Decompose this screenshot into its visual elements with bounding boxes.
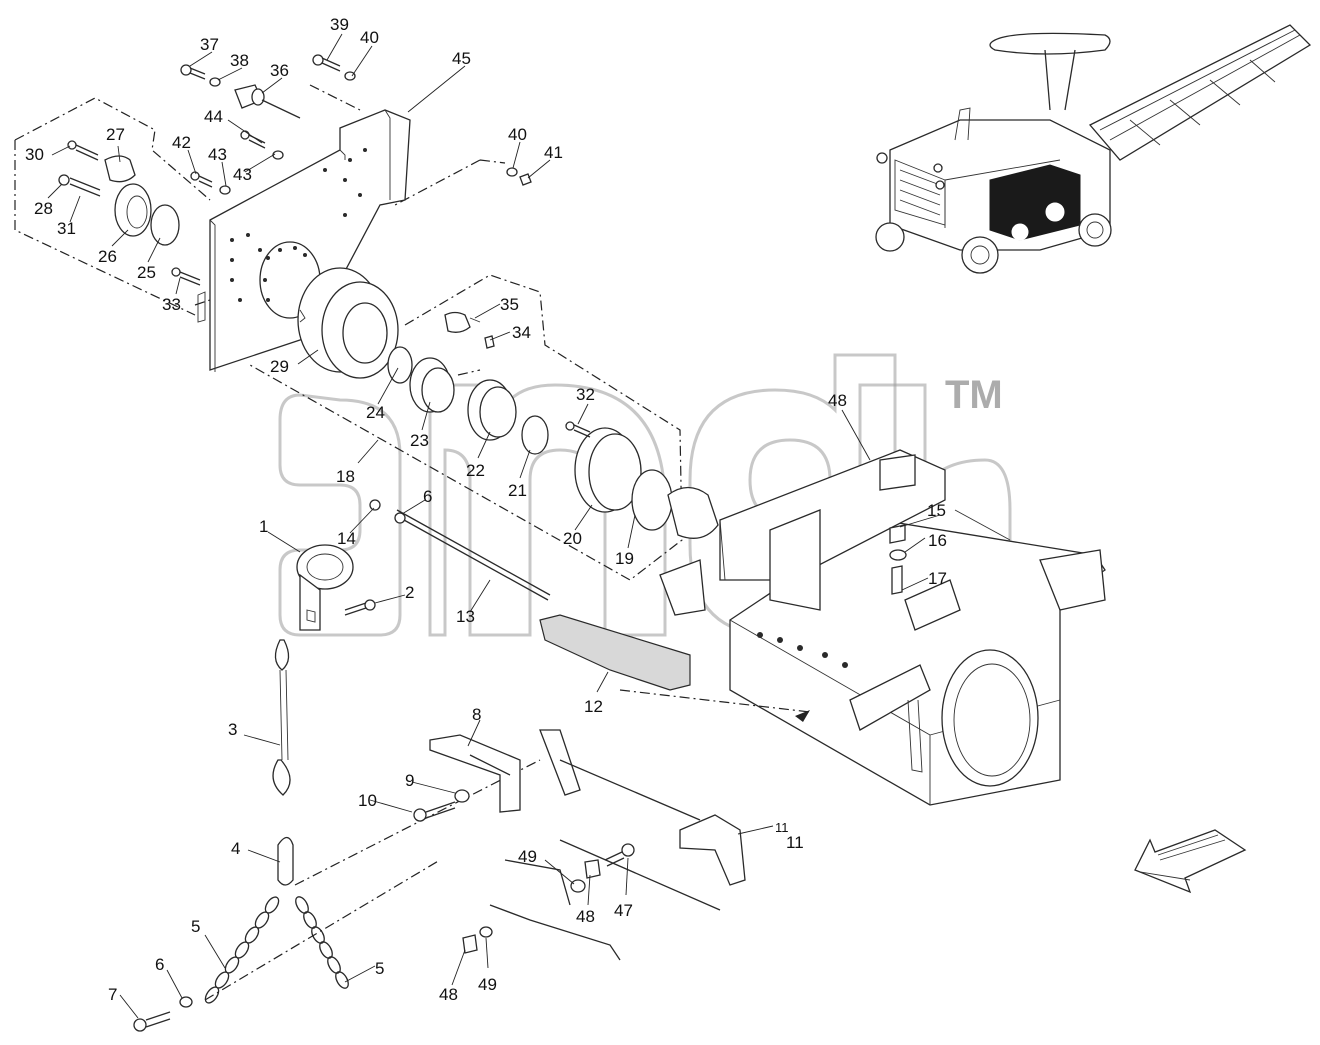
callout-23: 23: [410, 431, 429, 450]
callout-10: 10: [358, 791, 377, 810]
callout-26: 26: [98, 247, 117, 266]
callout-19: 19: [615, 549, 634, 568]
callout-37: 37: [200, 35, 219, 54]
direction-arrow: [1134, 829, 1247, 894]
callout-15: 15: [927, 501, 946, 520]
main-frame: [659, 449, 1106, 806]
callout-29: 29: [270, 357, 289, 376]
flange-hub-parts: [58, 140, 201, 286]
callout-9: 9: [405, 771, 414, 790]
callout-7: 7: [108, 985, 117, 1004]
callout-45: 45: [452, 49, 471, 68]
callout-44: 44: [204, 107, 223, 126]
callout-48: 48: [439, 985, 458, 1004]
callout-33: 33: [162, 295, 181, 314]
callout-5: 5: [375, 959, 384, 978]
pivot-bracket-assembly: [197, 109, 411, 379]
callout-47: 47: [614, 901, 633, 920]
callout-11: 11: [775, 820, 789, 835]
callout-25: 25: [137, 263, 156, 282]
callout-31: 31: [57, 219, 76, 238]
lifting-gear: [133, 544, 541, 1032]
callout-16: 16: [928, 531, 947, 550]
rod-and-plates: [369, 499, 811, 961]
callout-38: 38: [230, 51, 249, 70]
callout-35: 35: [500, 295, 519, 314]
callout-2: 2: [405, 583, 414, 602]
callout-34: 34: [512, 323, 531, 342]
callout-43: 43: [208, 145, 227, 164]
callout-6: 6: [423, 487, 432, 506]
callout-42: 42: [172, 133, 191, 152]
leader-lines: [47, 33, 941, 1019]
callout-17: 17: [928, 569, 947, 588]
callout-28: 28: [34, 199, 53, 218]
callout-22: 22: [466, 461, 485, 480]
callout-8: 8: [472, 705, 481, 724]
callout-48: 48: [828, 391, 847, 410]
callout-49: 49: [518, 847, 537, 866]
callout-48: 48: [576, 907, 595, 926]
callout-5: 5: [191, 917, 200, 936]
bearing-stack: [387, 311, 673, 531]
assembly-group-outlines: [14, 84, 683, 581]
callout-4: 4: [231, 839, 240, 858]
machine-thumbnail: [875, 24, 1312, 274]
callout-14: 14: [337, 529, 356, 548]
callout-41: 41: [544, 143, 563, 162]
callout-18: 18: [336, 467, 355, 486]
callout-6: 6: [155, 955, 164, 974]
callout-13: 13: [456, 607, 475, 626]
trademark-mark: TM: [945, 373, 1003, 417]
callout-40: 40: [360, 28, 379, 47]
callout-39: 39: [330, 15, 349, 34]
callout-12: 12: [584, 697, 603, 716]
callout-36: 36: [270, 61, 289, 80]
callout-32: 32: [576, 385, 595, 404]
callout-24: 24: [366, 403, 385, 422]
callout-20: 20: [563, 529, 582, 548]
callout-21: 21: [508, 481, 527, 500]
callout-27: 27: [106, 125, 125, 144]
callout-1: 1: [259, 517, 268, 536]
callout-40: 40: [508, 125, 527, 144]
callout-3: 3: [228, 720, 237, 739]
callout-43: 43: [233, 165, 252, 184]
callout-49: 49: [478, 975, 497, 994]
callout-30: 30: [25, 145, 44, 164]
callout-11: 11: [786, 833, 804, 852]
